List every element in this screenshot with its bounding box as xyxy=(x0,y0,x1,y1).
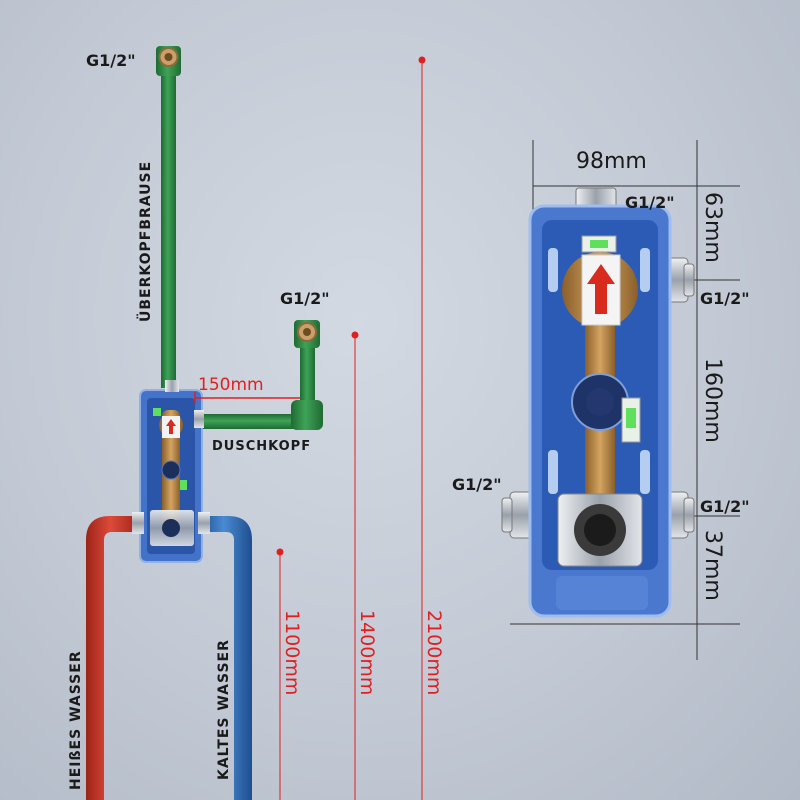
height-marker-1400 xyxy=(351,331,359,800)
height-marker-1100 xyxy=(276,548,284,800)
overhead-shower-label: ÜBERKOPFBRAUSE xyxy=(136,161,154,322)
cold-water-pipe xyxy=(200,516,252,800)
height-label-1100: 1100mm xyxy=(281,610,303,695)
overhead-shower-pipe xyxy=(156,46,181,388)
detail-top-thread-label: G1/2" xyxy=(625,193,675,212)
height-marker-2100 xyxy=(418,56,426,800)
mixer-box-detail xyxy=(528,204,672,618)
shower-head-pipe xyxy=(200,320,323,430)
hot-water-pipe xyxy=(86,516,140,800)
detail-bottom-dim-label: 37mm xyxy=(700,530,725,601)
mixer-box-small xyxy=(132,380,210,563)
height-label-2100: 2100mm xyxy=(423,610,445,695)
offset-label: 150mm xyxy=(198,375,264,395)
detail-middle-dim-label: 160mm xyxy=(700,358,725,443)
detail-width-label: 98mm xyxy=(576,149,647,174)
detail-right-upper-thread-label: G1/2" xyxy=(700,289,750,308)
top-thread-label: G1/2" xyxy=(86,51,136,70)
shower-head-label: DUSCHKOPF xyxy=(212,439,311,454)
offset-dimension xyxy=(194,392,300,404)
detail-left-thread-label: G1/2" xyxy=(452,475,502,494)
height-label-1400: 1400mm xyxy=(356,610,378,695)
shower-thread-label: G1/2" xyxy=(280,289,330,308)
cold-water-label: KALTES WASSER xyxy=(216,639,232,780)
hot-water-label: HEIßES WASSER xyxy=(68,650,84,790)
detail-top-dim-label: 63mm xyxy=(700,192,725,263)
detail-right-lower-thread-label: G1/2" xyxy=(700,497,750,516)
